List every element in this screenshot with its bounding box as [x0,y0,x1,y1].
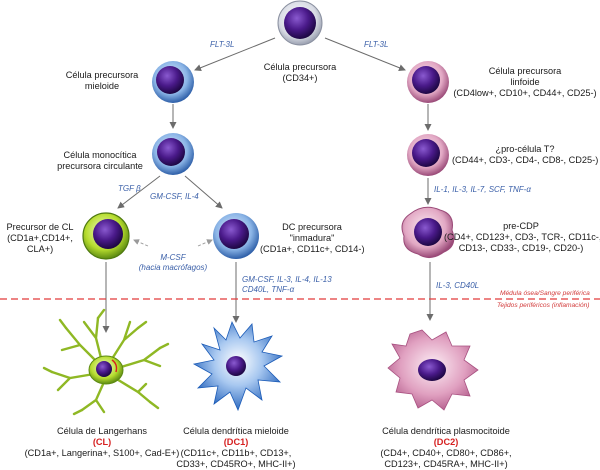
line: linfoide [510,77,540,87]
nucleus [418,359,446,381]
cell-langerhans [42,308,170,416]
line: (CD44+, CD3-, CD4-, CD8-, CD25-) [452,155,599,165]
title: Célula dendrítica plasmocitoide (DC2) [366,426,526,448]
line: (CD1a+, CD11c+, CD14-) [260,244,365,254]
nucleus [156,66,184,94]
label-cl-precursor: Precursor de CL (CD1a+,CD14+, CLA+) [2,222,78,255]
line: Célula precursora [65,70,139,80]
line: (CD34+) [282,73,318,83]
line: TGF β [118,184,141,193]
line: CLA+) [26,244,54,254]
nucleus [93,219,123,249]
line: mieloide [84,81,120,91]
tag: (CL) [92,437,112,447]
label-myeloid-dc: Célula dendrítica mieloide (DC1) (CD11c+… [168,426,304,470]
nucleus [284,7,316,39]
line: FLT-3L [210,40,235,49]
nucleus [157,138,185,166]
factor-tgf: TGF β [118,184,141,194]
nucleus [226,356,246,376]
line: M-CSF [160,253,186,262]
line: CD13-, CD33-, CD19-, CD20-) [458,243,584,253]
arrow-monocytic-to-cl [117,175,161,209]
factor-flt3l-left: FLT-3L [210,40,234,50]
nucleus [412,139,440,167]
line: "inmadura" [289,233,335,243]
line: Célula monocítica [63,150,137,160]
cell-immature-dc [213,213,259,259]
factor-mcsf: M-CSF (hacia macrófagos) [136,253,210,273]
nucleus [412,66,440,94]
cell-monocytic-precursor [152,133,194,175]
nucleus [414,218,442,246]
line: (CD4low+, CD10+, CD44+, CD25-) [453,88,597,98]
line: CD40L, TNF-α [242,285,295,294]
dendrites [42,308,170,416]
arrow-cd34-to-myeloid [194,37,276,72]
label-pro-t-cell: ¿pro-célula T? (CD44+, CD3-, CD4-, CD8-,… [452,144,598,166]
line: DC precursora [282,222,342,232]
line: (CD1a+,CD14+, [7,233,73,243]
name: Célula dendrítica plasmocitoide [382,426,510,436]
cell-lymphoid-precursor [407,61,449,103]
label-plasmacytoid-dc: Célula dendrítica plasmocitoide (DC2) (C… [366,426,526,470]
zone-label-peripheral-tissue: Tejidos periféricos (inflamación) [497,302,590,309]
name: Célula dendrítica mieloide [183,426,289,436]
label-lymphoid-precursor: Célula precursora linfoide (CD4low+, CD1… [452,66,598,99]
zone-label-bone-marrow: Médula ósea/Sangre periférica [500,290,590,297]
cell-precursor-cd34 [277,0,323,46]
title: Célula de Langerhans (CL) [12,426,192,448]
factor-flt3l-right: FLT-3L [364,40,388,50]
line: pre-CDP [503,221,539,231]
arrow-mcsf-left [133,239,149,247]
arrow-cd34-to-lymphoid [324,37,406,72]
factor-gmcsf-group: GM-CSF, IL-3, IL-4, IL-13 CD40L, TNF-α [242,275,332,295]
mcsf-arrows [133,239,213,247]
cell-plasmacytoid-dc [387,329,479,411]
tag: (DC2) [433,437,459,447]
cell-myeloid-precursor [152,61,194,103]
factor-il3-cd40l: IL-3, CD40L [436,281,479,291]
line: GM-CSF, IL-4 [150,192,199,201]
arrows [102,37,434,333]
arrow-mcsf-right [197,239,213,247]
arrow-monocytic-to-immature-dc [184,175,223,209]
label-immature-dc: DC precursora "inmadura" (CD1a+, CD11c+,… [260,222,365,255]
nucleus [219,219,249,249]
line: precursora circulante [57,161,143,171]
cell-myeloid-dc [192,320,284,412]
label-precursor-cd34: Célula precursora (CD34+) [254,62,346,84]
line: Célula precursora [263,62,337,72]
nucleus [96,361,112,377]
line: (CD11c+, CD11b+, CD13+, [180,448,292,458]
line: Precursor de CL [6,222,74,232]
line: (hacia macrófagos) [138,263,208,272]
line: ¿pro-célula T? [495,144,555,154]
birbeck-granule [111,359,118,373]
label-pre-cdp: pre-CDP (CD4+, CD123+, CD3-, TCR-, CD11c… [444,221,600,254]
line: IL-3, CD40L [436,281,480,290]
tag: (DC1) [223,437,249,447]
cell-cl-precursor [82,212,130,260]
line: FLT-3L [364,40,389,49]
line: Célula precursora [488,66,562,76]
line: (CD4+, CD123+, CD3-, TCR-, CD11c-, [444,232,600,242]
line: (CD4+, CD40+, CD80+, CD86+, [380,448,512,458]
factor-gmcsf-il4: GM-CSF, IL-4 [150,192,199,202]
label-monocytic-precursor: Célula monocítica precursora circulante [48,150,152,172]
label-myeloid-precursor: Célula precursora mieloide [52,70,152,92]
line: GM-CSF, IL-3, IL-4, IL-13 [242,275,332,284]
label-langerhans: Célula de Langerhans (CL) (CD1a+, Langer… [12,426,192,459]
name: Célula de Langerhans [57,426,147,436]
line: (CD1a+, Langerina+, S100+, Cad-E+) [24,448,180,458]
cell-pro-t [407,134,449,176]
line: IL-1, IL-3, IL-7, SCF, TNF-α [434,185,531,194]
factor-il-group: IL-1, IL-3, IL-7, SCF, TNF-α [434,185,531,195]
cell-pre-cdp [401,206,455,258]
title: Célula dendrítica mieloide (DC1) [168,426,304,448]
